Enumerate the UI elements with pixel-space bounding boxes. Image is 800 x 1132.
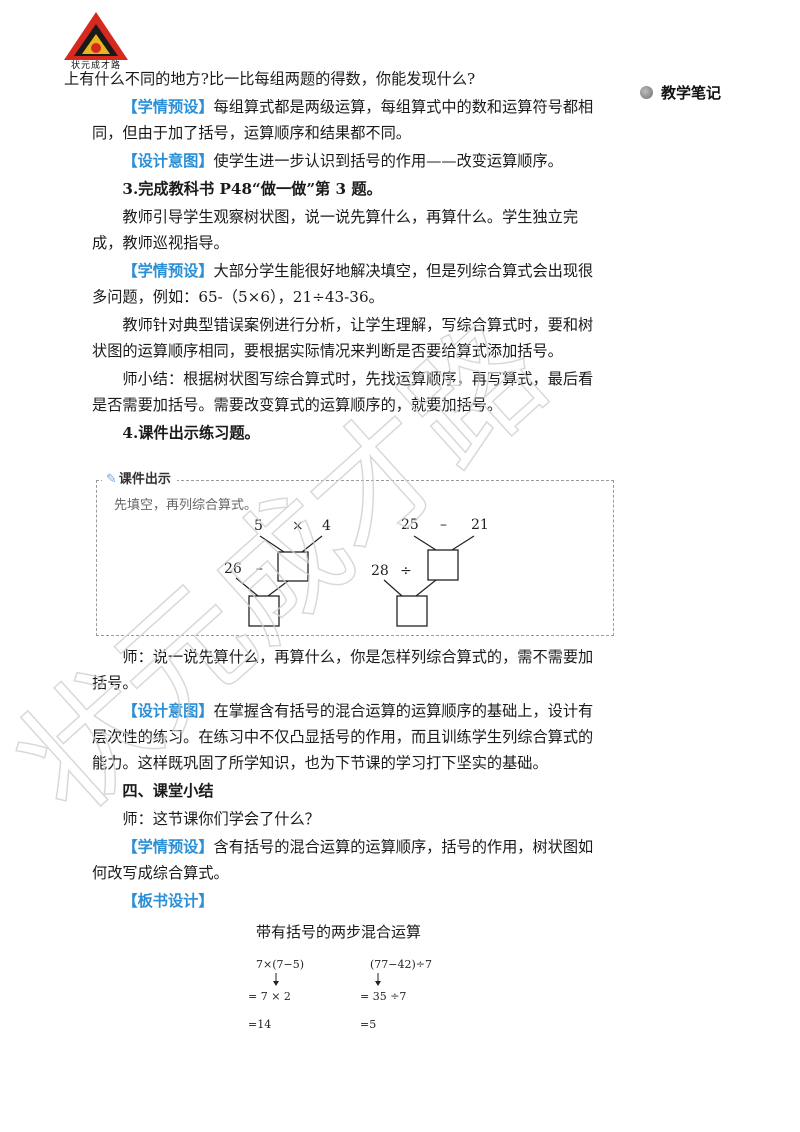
para-sheji-1: 【设计意图】使学生进一步认识到括号的作用——改变运算顺序。 [92, 148, 604, 174]
exercise-title: ✎课件出示 [102, 468, 177, 487]
main-content: 上有什么不同的地方?比一比每组两题的得数，你能发现什么? 【学情预设】每组算式都… [64, 64, 604, 914]
board-title: 带有括号的两步混合运算 [256, 923, 422, 941]
para-text: 含有括号的混合运算的运算顺序，括号的作用，树状图如何改写成综合算式。 [92, 838, 594, 882]
board-left-step1: = 7 × 2 [248, 990, 291, 1003]
tree2-num-a: 25 [401, 517, 419, 533]
para-xueqing-2: 【学情预设】大部分学生能很好地解决填空，但是列综合算式会出现很多问题，例如：65… [92, 258, 604, 310]
tag-sheji: 【设计意图】 [122, 152, 214, 170]
tag-xueqing: 【学情预设】 [122, 262, 214, 280]
tree1-num-c: 26 [224, 561, 242, 577]
tree1-num-a: 5 [254, 518, 263, 534]
tag-xueqing: 【学情预设】 [122, 838, 214, 856]
para-text: 大部分学生能很好地解决填空，但是列综合算式会出现很多问题，例如：65-（5×6）… [92, 262, 594, 306]
tree1-op2: – [256, 561, 263, 577]
teaching-notes-label: 教学笔记 [640, 82, 721, 103]
heading-4: 4.课件出示练习题。 [122, 424, 260, 442]
para-9: 师：这节课你们学会了什么？ [122, 810, 320, 828]
board-left-step2: =14 [248, 1018, 271, 1031]
para-xueqing-1: 【学情预设】每组算式都是两级运算，每组算式中的数和运算符号都相同，但由于加了括号… [92, 94, 604, 146]
tree-2: 25 – 21 28 ÷ [371, 517, 489, 627]
notes-text: 教学笔记 [661, 84, 722, 102]
tree1-num-b: 4 [322, 518, 331, 534]
tree2-num-b: 21 [471, 517, 489, 533]
tree-diagrams: 5 × 4 26 – 25 – 21 28 ÷ [224, 517, 489, 627]
exercise-instruction: 先填空，再列综合算式。 [114, 498, 258, 513]
tree2-box-2[interactable] [396, 595, 428, 627]
para-3: 教师引导学生观察树状图，说一说先算什么，再算什么。学生独立完成，教师巡视指导。 [92, 208, 579, 252]
tree2-box-1[interactable] [427, 549, 459, 581]
para-text: 使学生进一步认识到括号的作用——改变运算顺序。 [213, 152, 563, 170]
board-design: 7×(7−5) = 7 × 2 =14 (77−42)÷7 = 35 ÷7 =5 [248, 958, 432, 1031]
exercise-box [96, 480, 614, 636]
tree-1: 5 × 4 26 – [224, 518, 331, 627]
para-6: 师小结：根据树状图写综合算式时，先找运算顺序，再写算式，最后看是否需要加括号。需… [92, 370, 594, 414]
para-7: 师：说一说先算什么，再算什么，你是怎样列综合算式的，需不需要加括号。 [92, 648, 594, 692]
para-text: 在掌握含有括号的混合运算的运算顺序的基础上，设计有层次性的练习。在练习中不仅凸显… [92, 702, 594, 772]
heading-5: 四、课堂小结 [122, 782, 214, 800]
para-text: 每组算式都是两级运算，每组算式中的数和运算符号都相同，但由于加了括号，运算顺序和… [92, 98, 594, 142]
line-0: 上有什么不同的地方?比一比每组两题的得数，你能发现什么? [64, 70, 476, 88]
arrow-down-icon [375, 981, 381, 986]
board-right-expr: (77−42)÷7 [370, 958, 432, 971]
heading-3: 3.完成教科书 P48“做一做”第 3 题。 [122, 180, 382, 198]
tree2-op2: ÷ [400, 563, 412, 579]
tag-sheji: 【设计意图】 [122, 702, 214, 720]
para-sheji-2: 【设计意图】在掌握含有括号的混合运算的运算顺序的基础上，设计有层次性的练习。在练… [92, 698, 604, 776]
logo-icon [64, 12, 128, 60]
tree1-op1: × [292, 518, 304, 534]
tree1-box-2[interactable] [248, 595, 280, 627]
exercise-title-text: 课件出示 [118, 472, 171, 487]
para-5: 教师针对典型错误案例进行分析，让学生理解，写综合算式时，要和树状图的运算顺序相同… [92, 316, 594, 360]
tag-banshu: 【板书设计】 [122, 892, 214, 910]
para-xueqing-3: 【学情预设】含有括号的混合运算的运算顺序，括号的作用，树状图如何改写成综合算式。 [92, 834, 604, 886]
board-right-step1: = 35 ÷7 [360, 990, 406, 1003]
logo-text: 状元成才路 [70, 61, 121, 71]
tag-xueqing: 【学情预设】 [122, 98, 214, 116]
tree2-op1: – [440, 517, 447, 533]
pen-icon: ✎ [106, 472, 117, 487]
arrow-down-icon [273, 981, 279, 986]
para-banshu: 【板书设计】 [92, 888, 604, 914]
bullet-icon [640, 86, 653, 99]
board-left-expr: 7×(7−5) [256, 958, 304, 971]
tree2-num-c: 28 [371, 563, 389, 579]
tree1-box-1[interactable] [277, 551, 309, 582]
board-right-step2: =5 [360, 1018, 376, 1031]
